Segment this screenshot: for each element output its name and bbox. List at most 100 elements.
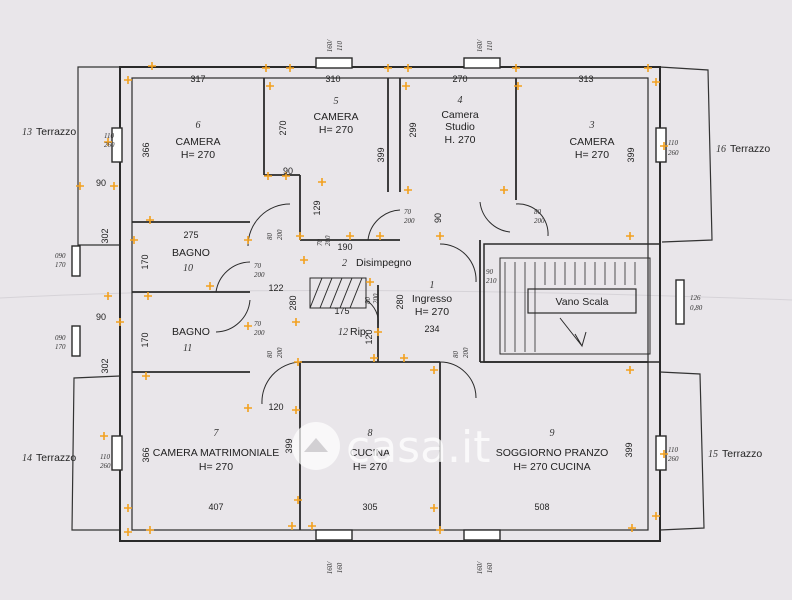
door-g-w: 70 <box>316 239 324 247</box>
dim-120-a: 120 <box>364 329 374 344</box>
room-3-num: 3 <box>589 120 595 131</box>
win-right-bot: 110 <box>668 446 678 454</box>
dim-190: 190 <box>337 242 352 252</box>
stairwell <box>483 243 661 363</box>
door-i-w: 80 <box>452 351 460 359</box>
room-4-name2: Studio <box>445 121 475 133</box>
dim-90-a: 90 <box>96 178 106 188</box>
stairwell-label: Vano Scala <box>556 296 609 308</box>
dim-129: 129 <box>312 200 322 215</box>
dim-270-top: 270 <box>452 74 467 84</box>
door-a-w: 70 <box>404 208 412 216</box>
win-right-top-b: 260 <box>668 149 679 157</box>
win-top-1: 160/ <box>326 39 334 53</box>
dim-122: 122 <box>268 283 283 293</box>
win-side-1b: 170 <box>55 261 66 269</box>
dim-275: 275 <box>183 230 198 240</box>
door-c-h: 200 <box>276 229 284 240</box>
dim-310: 310 <box>325 74 340 84</box>
interior-walls <box>132 78 648 530</box>
door-d-h: 210 <box>486 277 497 285</box>
win-stair-b: 0,80 <box>690 304 703 312</box>
room-5-height: H= 270 <box>319 124 353 136</box>
dim-302-a: 302 <box>100 228 110 243</box>
dim-399-c: 399 <box>284 438 294 453</box>
win-side-2: 090 <box>55 334 66 342</box>
casa-it-watermark: casa.it <box>292 422 491 473</box>
dim-280-a: 280 <box>288 295 298 310</box>
win-top-2b: 110 <box>486 41 494 51</box>
win-left-top-b: 260 <box>104 141 115 149</box>
dim-317: 317 <box>190 74 205 84</box>
win-right-top: 110 <box>668 139 678 147</box>
door-a-h: 200 <box>404 217 415 225</box>
dim-299: 299 <box>408 122 418 137</box>
terrace-14-num: 14 <box>22 453 32 464</box>
dim-407: 407 <box>208 502 223 512</box>
terrace-15-num: 15 <box>708 449 718 460</box>
terrace-14-label: Terrazzo <box>36 452 76 464</box>
terrace-16-label: Terrazzo <box>730 143 770 155</box>
dim-90-d: 90 <box>433 213 443 223</box>
watermark-text: casa.it <box>346 422 491 473</box>
win-top-1b: 110 <box>336 41 344 51</box>
dimension-labels: 317 310 270 313 366 270 399 299 399 90 3… <box>96 74 636 512</box>
room-6-name: CAMERA <box>176 136 221 148</box>
room-6-height: H= 270 <box>181 149 215 161</box>
dim-399-d: 399 <box>624 442 634 457</box>
dim-280-b: 280 <box>395 294 405 309</box>
door-d-w: 90 <box>486 268 494 276</box>
terraces <box>71 66 713 531</box>
dim-508: 508 <box>534 502 549 512</box>
terrace-16-num: 16 <box>716 144 726 155</box>
win-side-1: 090 <box>55 252 66 260</box>
room-12-name: Rip. <box>350 326 369 338</box>
room-4-height: H. 270 <box>445 134 476 146</box>
dim-170-b: 170 <box>140 332 150 347</box>
room-9-height: H= 270 CUCINA <box>513 461 590 473</box>
win-right-bot-b: 260 <box>668 455 679 463</box>
dim-305: 305 <box>362 502 377 512</box>
room-10-name: BAGNO <box>172 247 210 259</box>
dim-313: 313 <box>578 74 593 84</box>
door-j-w: 80 <box>364 297 372 305</box>
room-7-name: CAMERA MATRIMONIALE <box>153 447 279 459</box>
win-left-bot-b: 260 <box>100 462 111 470</box>
dim-399-b: 399 <box>626 147 636 162</box>
room-8-num: 8 <box>368 428 373 439</box>
dim-90-c: 90 <box>283 166 293 176</box>
door-h-h: 200 <box>276 347 284 358</box>
dim-399-a: 399 <box>376 147 386 162</box>
room-1-num: 1 <box>430 280 435 291</box>
room-9-num: 9 <box>550 428 555 439</box>
storage-hatching <box>309 277 367 309</box>
room-1-height: H= 270 <box>415 306 449 318</box>
paper-fold <box>0 289 792 301</box>
win-bot-1: 160/ <box>326 561 334 575</box>
room-7-height: H= 270 <box>199 461 233 473</box>
door-f-w: 70 <box>254 320 262 328</box>
terrace-13-num: 13 <box>22 127 32 138</box>
dim-120-b: 120 <box>268 402 283 412</box>
win-top-2: 160/ <box>476 39 484 53</box>
room-7-num: 7 <box>214 428 220 439</box>
dim-175: 175 <box>334 306 349 316</box>
dim-366-top: 366 <box>141 142 151 157</box>
room-5-num: 5 <box>334 96 339 107</box>
room-11-num: 11 <box>183 343 192 354</box>
dim-302-b: 302 <box>100 358 110 373</box>
terrace-13-label: Terrazzo <box>36 126 76 138</box>
win-left-top: 110 <box>104 132 114 140</box>
door-g-h: 200 <box>324 235 332 246</box>
room-3-height: H= 270 <box>575 149 609 161</box>
dim-170-a: 170 <box>140 254 150 269</box>
window-markers <box>71 57 685 541</box>
room-4-num: 4 <box>458 95 463 106</box>
room-4-name: Camera <box>441 109 479 121</box>
door-b-w: 80 <box>534 208 542 216</box>
win-bot-2b: 160 <box>486 562 494 573</box>
door-c-w: 80 <box>266 233 274 241</box>
room-2-name: Disimpegno <box>356 257 412 269</box>
survey-markers <box>76 62 668 536</box>
